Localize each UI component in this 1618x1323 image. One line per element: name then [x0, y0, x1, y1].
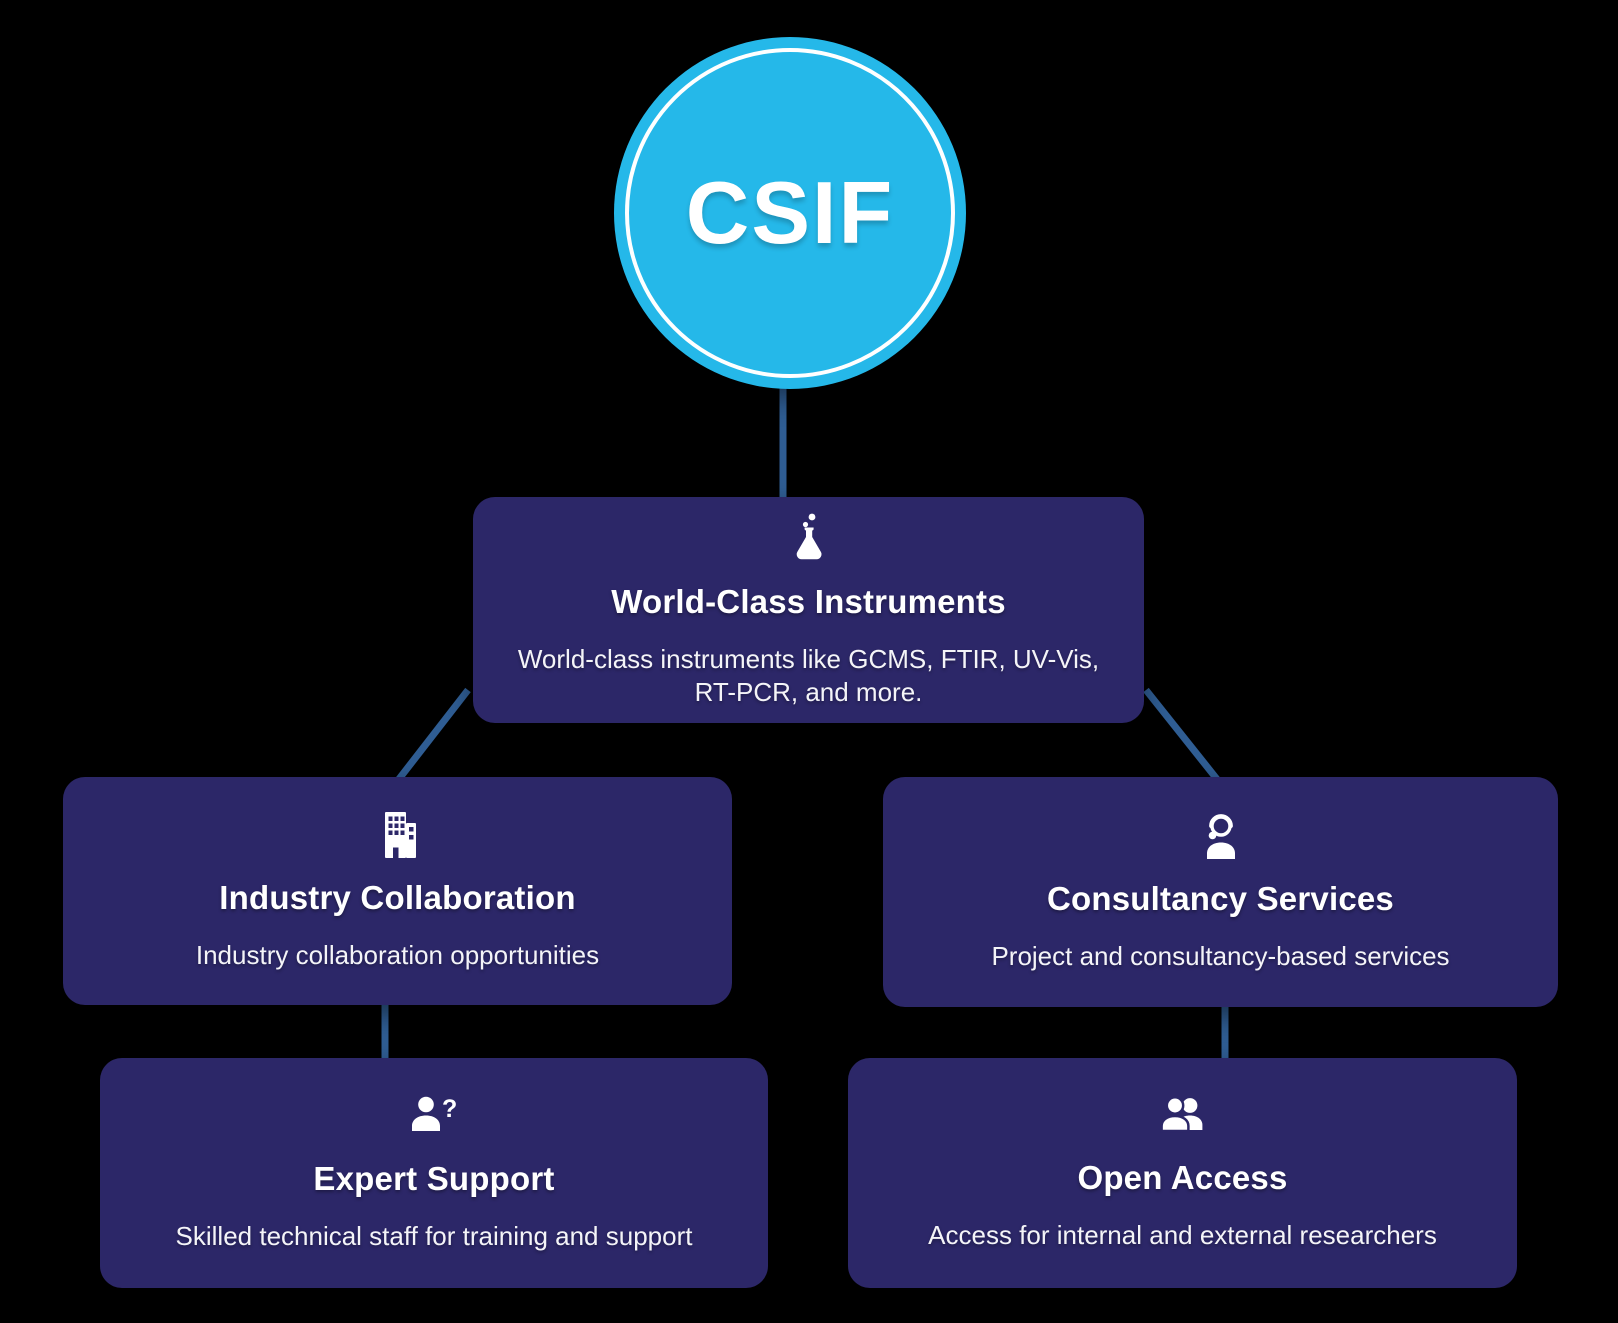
node-title: World-Class Instruments [611, 583, 1006, 620]
people-icon [1155, 1094, 1211, 1145]
svg-text:?: ? [442, 1095, 457, 1123]
node-title: Open Access [1077, 1159, 1288, 1197]
node-title: Expert Support [313, 1160, 555, 1198]
node-description: Industry collaboration opportunities [195, 940, 600, 971]
node-open-access: Open Access Access for internal and exte… [848, 1058, 1517, 1288]
connector-instruments-to-consultancy [1143, 687, 1227, 791]
node-industry-collaboration: Industry Collaboration Industry collabor… [63, 777, 732, 1005]
root-node-label: CSIF [685, 163, 895, 262]
node-title: Consultancy Services [1047, 880, 1394, 918]
node-expert-support: ? Expert Support Skilled technical staff… [100, 1058, 768, 1288]
node-world-class-instruments: World-Class Instruments World-class inst… [473, 497, 1144, 723]
connector-instruments-to-industry [389, 687, 471, 791]
node-description: Access for internal and external researc… [928, 1220, 1437, 1251]
node-title: Industry Collaboration [219, 879, 576, 917]
person-question-icon: ? [405, 1093, 463, 1146]
node-description: Project and consultancy-based services [991, 941, 1450, 972]
headset-person-icon [1197, 811, 1245, 866]
flask-icon [786, 512, 832, 569]
node-description: Skilled technical staff for training and… [175, 1221, 693, 1252]
building-icon [374, 810, 422, 865]
root-node-csif: CSIF [614, 37, 966, 389]
node-description: World-class instruments like GCMS, FTIR,… [517, 644, 1100, 707]
node-consultancy-services: Consultancy Services Project and consult… [883, 777, 1558, 1007]
